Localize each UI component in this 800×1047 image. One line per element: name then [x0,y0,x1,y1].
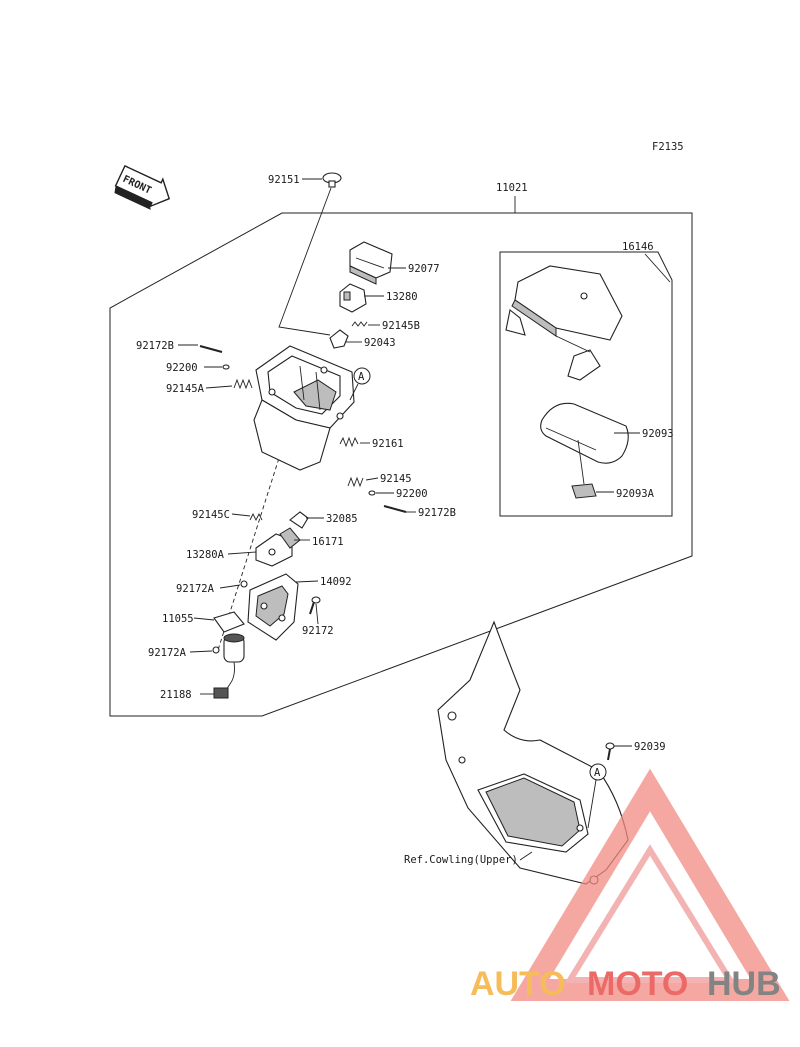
part-label-92200-left: 92200 [166,362,198,374]
part-label-21188: 21188 [160,689,192,701]
spring-92145 [347,476,364,488]
part-label-92093a: 92093A [616,488,655,500]
leader-line [227,551,257,555]
leader-line [189,650,213,653]
leader-line [349,383,359,401]
ref-cowling-label: Ref.Cowling(Upper) [404,854,518,866]
spring-92145a [233,378,253,390]
leader-line [644,253,671,283]
screw-92172b-left [199,345,223,353]
cowling-upper [437,620,629,885]
leader-line [193,617,215,621]
part-label-92172b-right: 92172B [418,507,456,519]
screw-92172a-upper [240,580,248,588]
subassembly-outline-16146 [499,251,673,517]
callout-a-lower-label: A [594,767,601,779]
spring-92145b [351,321,368,327]
leader-line [365,477,379,481]
screw-92172a-lower [212,646,220,654]
pin-92043 [329,329,349,349]
part-label-13280: 13280 [386,291,418,303]
pad-92093 [540,402,629,464]
watermark-auto: AUTO [470,965,566,1003]
glovebox-body [253,345,355,471]
part-label-92077: 92077 [408,263,440,275]
leader-line [587,779,597,829]
watermark-hub: HUB [707,965,781,1003]
leader-line [577,439,585,485]
leader-line [205,385,233,389]
callout-a-lower [589,763,607,781]
part-label-92145a: 92145A [166,383,205,395]
part-label-92145b: 92145B [382,320,420,332]
part-label-92200-right: 92200 [396,488,428,500]
part-label-92172a-upper: 92172A [176,583,215,595]
screw-92172b-right [383,505,407,513]
part-label-92043: 92043 [364,337,396,349]
assembly-outline-11021 [109,212,693,717]
lid-16146 [505,265,623,381]
screw-92172 [309,596,321,615]
part-label-14092: 14092 [320,576,352,588]
actuator-21188 [213,633,245,699]
leader-line [315,603,319,625]
leader-line [519,851,533,861]
front-arrow-icon: FRONT [114,164,171,210]
spring-92161 [339,436,359,448]
washer-92200-right [368,490,376,496]
part-32085 [289,511,309,529]
screw-92039 [605,742,615,761]
bracket-14092 [247,573,299,641]
part-label-32085: 32085 [326,513,358,525]
part-label-92093: 92093 [642,428,674,440]
watermark-logo: AUTO MOTO HUB [470,768,790,1003]
part-label-92172: 92172 [302,625,334,637]
latch-13280 [339,283,367,313]
part-label-16171: 16171 [312,536,344,548]
bolt-92151 [322,172,342,188]
spring-92145c [249,512,263,522]
washer-92200-left [222,364,230,370]
part-label-92145c: 92145C [192,509,230,521]
part-label-92172a-lower: 92172A [148,647,187,659]
part-label-11021: 11021 [496,182,528,194]
pad-92093a [571,483,597,499]
latch-cover-92077 [349,241,393,285]
callout-a-upper-label: A [358,371,365,383]
part-label-13280a: 13280A [186,549,225,561]
leader-line [219,584,241,589]
part-label-16146: 16146 [622,241,654,253]
part-label-92039: 92039 [634,741,666,753]
lever-13280a [255,533,293,567]
figure-code: F2135 [652,141,684,153]
part-label-92151: 92151 [268,174,300,186]
leader-line [295,580,319,583]
part-label-92161: 92161 [372,438,404,450]
leader-line [231,513,251,517]
bolt-path-line [278,187,332,336]
bracket-11055 [213,611,245,633]
watermark-moto: MOTO [587,965,688,1003]
part-label-92145: 92145 [380,473,412,485]
callout-a-upper [353,367,371,385]
part-label-11055: 11055 [162,613,194,625]
part-label-92172b-left: 92172B [136,340,174,352]
